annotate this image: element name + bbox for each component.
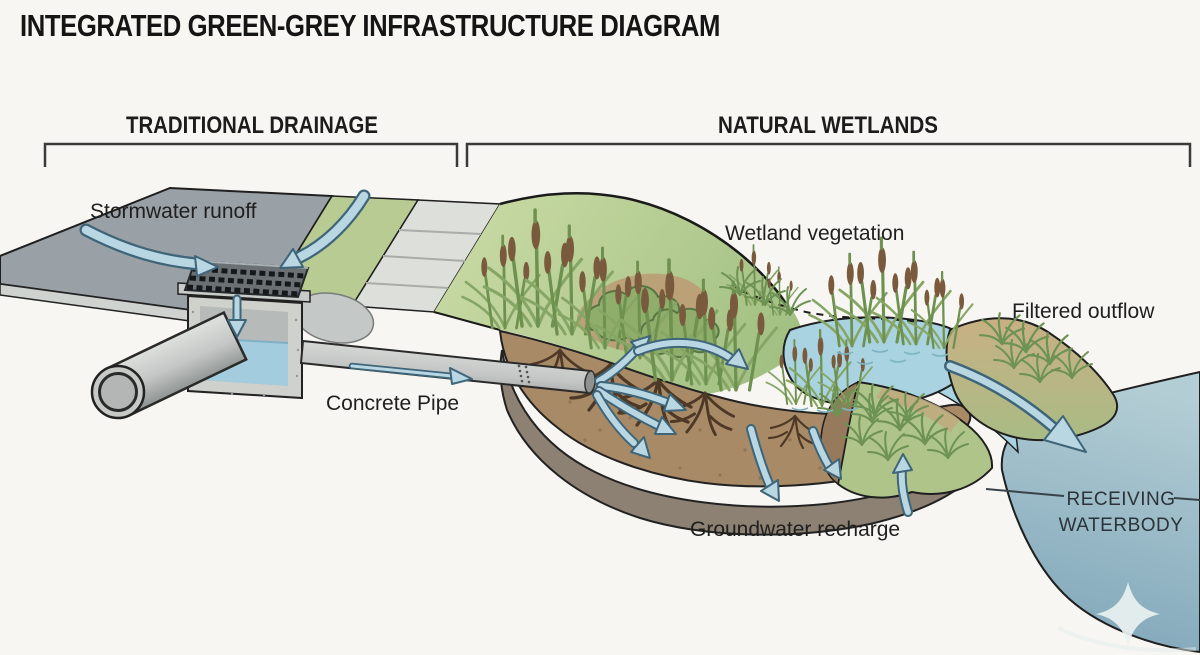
section-label-traditional-drainage: TRADITIONAL DRAINAGE (126, 112, 378, 139)
concrete-pipe (299, 339, 596, 395)
label-receiving-waterbody-line1: RECEIVING (1066, 489, 1175, 510)
baseflow-up-arrow (892, 453, 913, 517)
pipe-joint-dots (517, 364, 531, 384)
stormwater-arrow-left (79, 223, 219, 277)
label-stormwater-runoff: Stormwater runoff (90, 200, 257, 223)
water-surface-line-left (985, 488, 1065, 497)
sidewalk-joint-lines (365, 229, 482, 289)
upper-tan-bank (945, 317, 1118, 442)
water-highlight (1057, 626, 1197, 653)
label-receiving-waterbody-line2: WATERBODY (1059, 515, 1184, 536)
bracket-wetlands (465, 142, 1192, 167)
label-concrete-pipe: Concrete Pipe (326, 392, 459, 415)
large-outfall-pipe (90, 310, 248, 420)
label-wetland-vegetation: Wetland vegetation (725, 222, 904, 245)
mound-cut-edge (433, 311, 501, 331)
label-groundwater-recharge: Groundwater recharge (690, 518, 900, 541)
pipe-flow-arrow (348, 362, 473, 385)
basin-inflow-arrow (227, 294, 247, 338)
label-filtered-outflow: Filtered outflow (1012, 300, 1155, 323)
stormwater-arrow-right (279, 189, 371, 269)
page-title: INTEGRATED GREEN-GREY INFRASTRUCTURE DIA… (20, 8, 720, 43)
groundwater-recharge-arrows (746, 424, 842, 502)
water-sparkle-icon (1096, 582, 1160, 646)
outlet-dispersion-arrows (592, 335, 749, 459)
water-surface-line-right (1173, 497, 1200, 501)
bracket-traditional (43, 142, 459, 167)
pond-ripples (791, 349, 949, 413)
filtered-outflow-arrow (944, 360, 1087, 453)
section-label-natural-wetlands: NATURAL WETLANDS (718, 112, 938, 139)
mound-top-contour (499, 191, 788, 305)
